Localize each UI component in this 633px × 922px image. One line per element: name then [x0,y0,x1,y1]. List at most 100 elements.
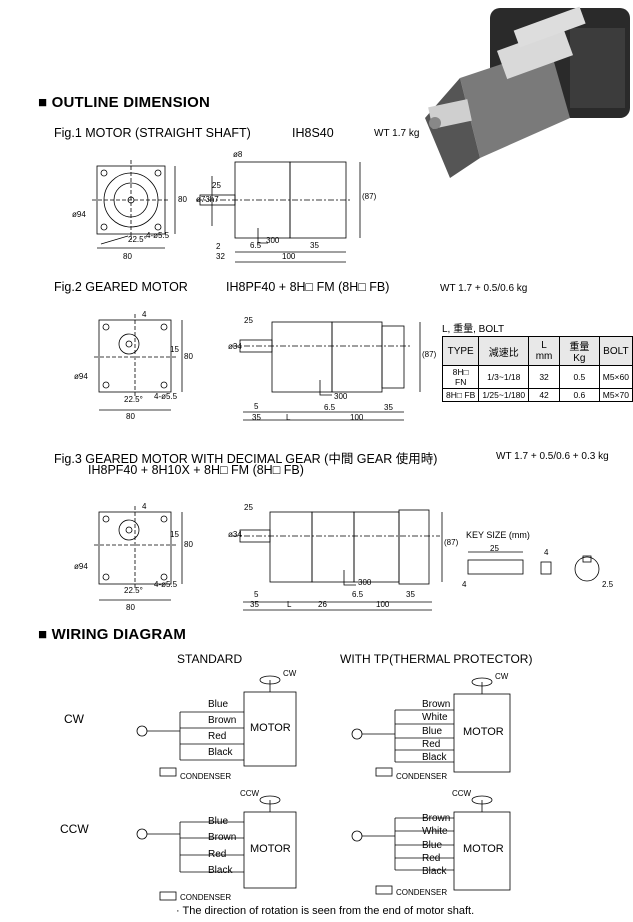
tp-cw-circuit [351,677,511,777]
tp-cw-wire-5: Black [422,752,447,763]
std-ccw-wire-2: Brown [208,832,237,843]
wiring-standard-label: STANDARD [177,652,243,666]
fig3-front-view [94,506,183,601]
std-cw-wire-3: Red [208,731,227,742]
std-ccw-circuit [136,795,297,901]
spec-cell: 1/25~1/180 [478,388,530,402]
fig2-dim-94: ø94 [74,372,88,381]
fig1-dim-25: 25 [212,181,221,190]
std-ccw-condenser: CONDENSER [180,893,232,902]
fig2-label: Fig.2 GEARED MOTOR [54,280,188,294]
fig2-dim-35b: 35 [384,403,393,412]
fig1-dim-80-side: 80 [178,195,187,204]
fig3-dim-80-side: 80 [184,540,193,549]
fig2-dim-5: 5 [254,402,259,411]
tp-cw-wire-4: Red [422,739,441,750]
fig3-dim-L: L [287,600,292,609]
spec-header-type: TYPE [441,336,480,366]
fig1-side-view [196,161,361,263]
spec-header-ratio: 減速比 [478,336,530,366]
fig3-weight: WT 1.7 + 0.5/0.6 + 0.3 kg [496,451,609,462]
std-cw-condenser: CONDENSER [180,772,232,781]
std-ccw-direction: CCW [240,789,260,798]
tp-ccw-motor-label: MOTOR [463,843,504,855]
tp-cw-motor-label: MOTOR [463,726,504,738]
std-cw-direction: CW [283,669,297,678]
fig2-dim-100: 100 [350,413,364,422]
outline-title: ■ OUTLINE DIMENSION [38,94,211,111]
row-ccw-label: CCW [60,822,89,836]
spec-table: TYPE 減速比 L mm 重量 Kg BOLT 8H□ FN 1/3~1/18… [441,336,633,402]
tp-ccw-wire-1: Brown [422,813,451,824]
table-row: 8H□ FN 1/3~1/18 32 0.5 M5×60 [441,365,633,389]
fig3-dim-87: (87) [444,538,459,547]
tp-ccw-wire-3: Blue [422,840,443,851]
wiring-title: ■ WIRING DIAGRAM [38,626,187,643]
fig1-dim-8: ø8 [233,150,243,159]
fig1-weight: WT 1.7 kg [374,128,420,139]
fig2-side-view [232,321,421,421]
fig3-dim-5: 5 [254,590,259,599]
tp-ccw-wire-5: Black [422,866,447,877]
fig3-dim-225: 22.5° [124,586,143,595]
key-size-drawing [467,551,600,582]
std-cw-wire-2: Brown [208,715,237,726]
spec-header-bolt: BOLT [598,336,633,366]
std-cw-wire-4: Black [208,747,233,758]
fig3-dim-65: 6.5 [352,590,364,599]
tp-cw-direction: CW [495,672,509,681]
fig2-dim-4: 4 [142,310,147,319]
fig2-dim-87: (87) [422,350,437,359]
fig3-dim-4: 4 [142,502,147,511]
spec-cell: 0.6 [558,388,600,402]
table-row: 8H□ FB 1/25~1/180 42 0.6 M5×70 [441,388,633,402]
std-ccw-wire-1: Blue [208,816,229,827]
fig3-model: IH8PF40 + 8H10X + 8H□ FM (8H□ FB) [88,463,304,477]
fig1-front-view [92,160,176,249]
fig1-dim-32: 32 [216,252,225,261]
fig3-dim-26: 26 [318,600,327,609]
row-cw-label: CW [64,712,84,726]
key-size-length: 25 [490,544,499,553]
spec-header-l: L mm [528,336,560,366]
std-cw-circuit [136,675,297,777]
fig3-dim-94: ø94 [74,562,88,571]
fig3-dim-holes: 4-ø5.5 [154,580,178,589]
wiring-tp-label: WITH TP(THERMAL PROTECTOR) [340,652,533,666]
fig3-dim-100: 100 [376,600,390,609]
tp-ccw-wire-4: Red [422,853,441,864]
fig3-dim-300: 300 [358,578,372,587]
wiring-note: · The direction of rotation is seen from… [176,905,475,917]
fig3-side-view [232,509,443,611]
std-ccw-wire-3: Red [208,849,227,860]
fig1-dim-225: 22.5° [128,235,147,244]
fig1-dim-73: ø73h7 [196,195,219,204]
tp-ccw-circuit [351,795,511,895]
fig2-dim-80-bottom: 80 [126,412,135,421]
tp-cw-condenser: CONDENSER [396,772,448,781]
std-ccw-motor-label: MOTOR [250,843,291,855]
spec-cell: 8H□ FN [441,365,480,389]
fig1-dim-35: 35 [310,241,319,250]
std-ccw-wire-4: Black [208,865,233,876]
key-size-width: 4 [544,548,549,557]
fig2-model: IH8PF40 + 8H□ FM (8H□ FB) [226,280,390,294]
fig2-dim-65: 6.5 [324,403,336,412]
spec-cell: 42 [528,388,560,402]
fig3-label: Fig.3 GEARED MOTOR WITH DECIMAL GEAR (中間… [54,452,438,466]
tp-ccw-direction: CCW [452,789,472,798]
fig1-dim-holes: 4-ø5.5 [146,231,170,240]
fig2-weight: WT 1.7 + 0.5/0.6 kg [440,283,528,294]
fig3-dim-35b: 35 [406,590,415,599]
std-cw-wire-1: Blue [208,699,229,710]
fig1-dim-94: ø94 [72,210,86,219]
outline-title-text: OUTLINE DIMENSION [51,94,211,111]
tp-ccw-condenser: CONDENSER [396,888,448,897]
fig2-dim-L: L [286,413,291,422]
fig3-dim-25: 25 [244,503,253,512]
spec-cell: M5×70 [598,388,633,402]
fig1-dim-2: 2 [216,242,221,251]
fig2-dim-15: 15 [170,345,179,354]
